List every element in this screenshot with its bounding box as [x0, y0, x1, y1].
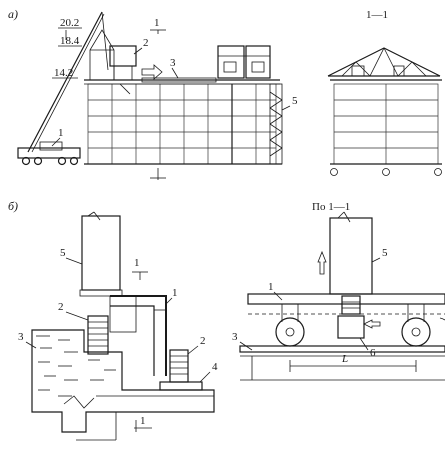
rail-3: [239, 345, 445, 353]
mobile-crane: 1: [17, 11, 109, 166]
roof-truss-top: [327, 47, 441, 77]
section-1-1-label: 1—1: [366, 9, 388, 21]
b-callout-5: 5: [60, 247, 66, 259]
panel-a: а) 20.2 18.4 14.2 1: [8, 7, 442, 180]
b-section-mark-top: 1: [134, 257, 140, 269]
r-callout-6: 6: [370, 347, 376, 359]
b-callout-4: 4: [212, 361, 218, 373]
lift-up-arrow: [317, 250, 327, 275]
crane-cab: [39, 141, 63, 151]
jack-right-body: [169, 349, 189, 383]
span-dimension: L: [289, 353, 417, 372]
building-facade: [84, 79, 282, 165]
r-callout-5: 5: [382, 247, 388, 259]
movement-arrow: [141, 64, 163, 80]
support-6: [337, 315, 365, 339]
crane-boom: [27, 11, 103, 153]
panel-b-label: б): [8, 199, 18, 213]
plate-4: [159, 381, 203, 391]
section-cut-b-bottom: 1: [76, 412, 152, 441]
center-jack: [341, 295, 361, 315]
support-3-outline: [31, 329, 215, 433]
lift-tower: 5: [269, 83, 298, 165]
r-callout-3: 3: [232, 331, 238, 343]
section-cut-a: 1: [150, 17, 166, 180]
callout-5: 5: [292, 95, 298, 107]
wheel-right: [401, 317, 431, 347]
jack-left-body: [87, 315, 109, 355]
level-20-2: 20.2: [60, 17, 79, 29]
left-superstructure: 2: [89, 29, 149, 95]
b-callout-2-left: 2: [58, 301, 64, 313]
callout-2: 2: [143, 37, 149, 49]
b-callout-3: 3: [18, 331, 24, 343]
facade-outline: [87, 83, 277, 165]
section-po-1-1: По 1—1 5 1 6: [232, 201, 445, 381]
span-label: L: [341, 353, 348, 365]
gable-frame: [89, 29, 115, 81]
column-5-body: [81, 215, 121, 291]
section-mark-top: 1: [154, 17, 160, 29]
panel-b: б) 5 1 1: [8, 199, 445, 441]
callout-1: 1: [58, 127, 64, 139]
gantry-frame: 1: [109, 287, 178, 376]
r-callout-1: 1: [268, 281, 274, 293]
crane-cable: [101, 11, 109, 71]
rail-track: 3: [141, 57, 217, 83]
section-po-label: По 1—1: [312, 201, 350, 213]
panel-a-label: а): [8, 7, 18, 21]
wheel-left: [275, 317, 305, 347]
support-3: 3: [18, 329, 215, 433]
crane-truck-body: [17, 147, 81, 159]
right-superstructure: [217, 45, 271, 79]
elevation-marks: 20.2 18.4 14.2: [52, 17, 82, 79]
jack-left: 2: [58, 301, 109, 355]
section-1-1: 1—1: [327, 9, 442, 176]
section-cut-b-top: 1: [132, 257, 148, 280]
jack-right: 2 4: [159, 335, 218, 391]
b-callout-2-right: 2: [200, 335, 206, 347]
gantry-beam: [110, 295, 167, 376]
callout-3: 3: [170, 57, 176, 69]
column-5-right: [329, 217, 373, 295]
b-section-mark-bottom: 1: [140, 415, 146, 427]
column-5-left: 5: [60, 211, 123, 297]
crossbeam-1: [247, 293, 445, 305]
b-callout-1: 1: [172, 287, 178, 299]
level-18-4: 18.4: [60, 35, 80, 47]
